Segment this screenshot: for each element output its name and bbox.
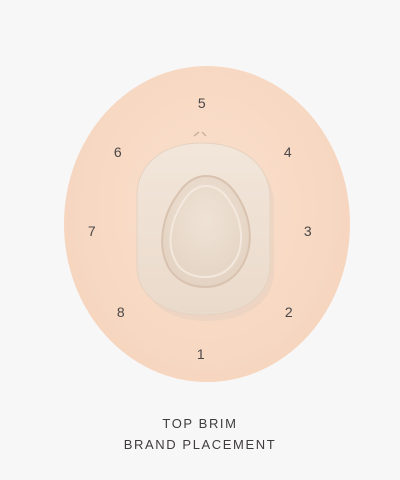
caption-subtitle: BRAND PLACEMENT	[123, 437, 277, 452]
position-label-1: 1	[196, 346, 206, 362]
position-label-2: 2	[284, 304, 294, 320]
caption-title: TOP BRIM	[162, 416, 238, 431]
position-label-7: 7	[87, 223, 97, 239]
position-label-8: 8	[116, 304, 126, 320]
position-label-5: 5	[197, 95, 207, 111]
position-label-6: 6	[113, 144, 123, 160]
position-label-4: 4	[283, 144, 293, 160]
position-label-3: 3	[303, 223, 313, 239]
